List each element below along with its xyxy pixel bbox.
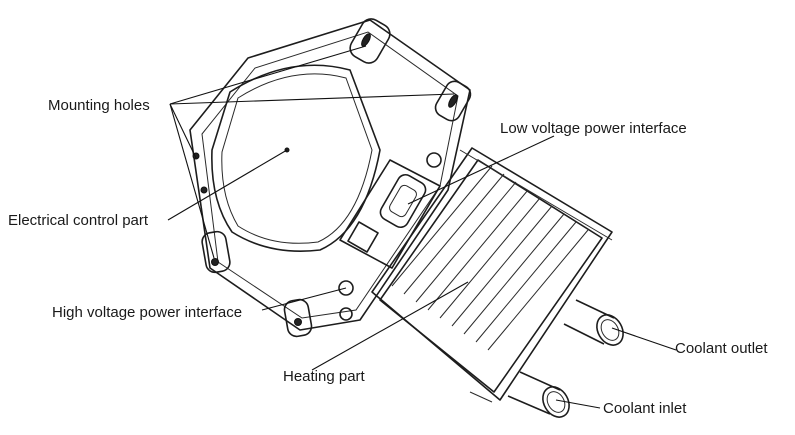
high-voltage-power-interface-label: High voltage power interface — [52, 304, 243, 321]
coolant-inlet-pipe — [507, 371, 570, 418]
coolant-outlet-pipe — [563, 299, 624, 346]
mounting-holes-label: Mounting holes — [48, 97, 150, 114]
connector-panel — [338, 152, 442, 321]
electrical-control-part-label: Electrical control part — [8, 212, 149, 229]
leader-lines — [167, 45, 677, 409]
electrical-control-cover — [211, 64, 381, 252]
heating-part-body — [371, 147, 613, 403]
coolant-outlet-label: Coolant outlet — [675, 340, 768, 357]
mounting-flange — [189, 18, 472, 338]
coolant-inlet-label: Coolant inlet — [603, 400, 687, 417]
low-voltage-power-interface-label: Low voltage power interface — [500, 120, 687, 137]
heating-part-label: Heating part — [283, 368, 365, 385]
